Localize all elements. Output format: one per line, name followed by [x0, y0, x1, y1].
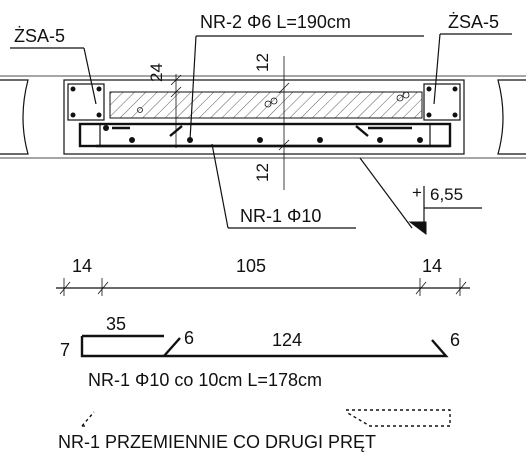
bar-35: 35: [106, 314, 126, 334]
bar-6-left: 6: [184, 328, 194, 348]
dim-12-bottom: 12: [253, 163, 272, 182]
span-14-left: 14: [72, 256, 92, 276]
section-dimensions: 24 12 12: [147, 53, 290, 190]
nr2-callout: NR-2 Φ6 L=190cm: [189, 12, 424, 141]
dim-24: 24: [147, 63, 166, 82]
right-hollow-block: [497, 79, 526, 155]
bar-124: 124: [272, 330, 302, 350]
section-outline: [0, 75, 526, 159]
bar-spec: NR-1 Φ10 co 10cm L=178cm: [88, 370, 322, 390]
zsa-right-element: [423, 83, 461, 121]
alternate-bars: NR-1 PRZEMIENNIE CO DRUGI PRĘT: [58, 409, 451, 452]
bar-6-right: 6: [450, 330, 460, 350]
zsa-labels: ŻSA-5 ŻSA-5: [10, 12, 512, 105]
hatched-infill: [109, 91, 423, 119]
level-marker: + 6,55: [359, 157, 482, 235]
span-105: 105: [236, 256, 266, 276]
span-14-right: 14: [422, 256, 442, 276]
level-plus: +: [412, 183, 422, 202]
bar-shape: 35 6 124 6 7 NR-1 Φ10 co 10cm L=178cm: [60, 314, 460, 390]
stirrup-left-box: [79, 123, 101, 147]
alternate-note: NR-1 PRZEMIENNIE CO DRUGI PRĘT: [58, 432, 376, 452]
level-value: 6,55: [430, 185, 463, 204]
nr1-section-label: NR-1 Φ10: [240, 206, 321, 226]
nr1-callout: NR-1 Φ10: [211, 143, 356, 229]
nr2-label: NR-2 Φ6 L=190cm: [200, 12, 351, 32]
zsa-right-label: ŻSA-5: [448, 12, 499, 32]
left-hollow-block: [0, 79, 29, 155]
zsa-left-element: [67, 83, 105, 121]
span-dimension: 14 105 14: [56, 256, 470, 296]
zsa-left-label: ŻSA-5: [14, 26, 65, 46]
bar-7: 7: [60, 340, 70, 360]
lintel-body: [63, 79, 465, 155]
stirrup-right-box: [429, 123, 451, 147]
dim-12-top: 12: [253, 53, 272, 72]
